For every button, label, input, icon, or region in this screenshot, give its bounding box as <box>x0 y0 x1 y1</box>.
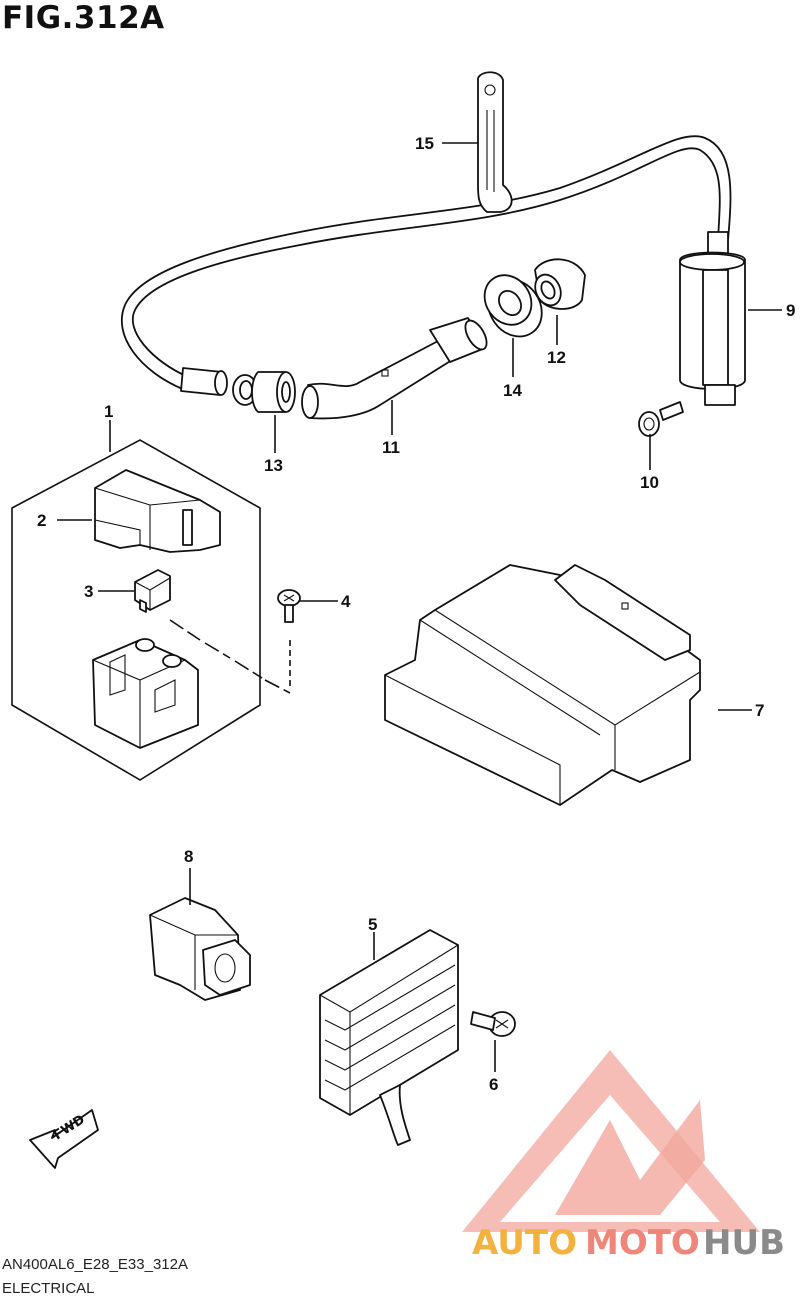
leader-lines <box>57 142 782 1072</box>
callout-6: 6 <box>489 1075 498 1094</box>
figure-code: AN400AL6_E28_E33_312A <box>2 1256 188 1273</box>
watermark-text-hub: HUB <box>703 1223 785 1263</box>
fwd-arrow: FWD <box>29 1109 99 1169</box>
callout-13: 13 <box>264 456 283 475</box>
callout-11: 11 <box>382 438 400 457</box>
callout-7: 7 <box>755 701 764 720</box>
callout-1: 1 <box>104 402 113 421</box>
callout-9: 9 <box>786 301 795 320</box>
callout-5: 5 <box>368 915 377 934</box>
part-12-bushing <box>534 258 586 310</box>
part-9-ignition-coil <box>679 231 746 406</box>
callout-8: 8 <box>184 847 193 866</box>
part-2-cover <box>94 469 221 553</box>
part-14-washer <box>483 274 543 338</box>
callout-10: 10 <box>640 473 659 492</box>
part-15-clamp <box>477 71 513 213</box>
part-8-connector <box>149 897 251 1001</box>
callout-3: 3 <box>84 582 93 601</box>
callout-14: 14 <box>503 381 522 400</box>
callout-2: 2 <box>37 511 46 530</box>
callouts: 1 2 3 4 5 6 7 8 9 10 11 12 13 14 15 <box>37 134 795 1094</box>
watermark-text-moto: MOTO <box>585 1223 700 1263</box>
watermark-m-mark <box>555 1100 705 1215</box>
part-10-bolt <box>638 401 684 437</box>
callout-15: 15 <box>415 134 434 153</box>
figure-category: ELECTRICAL <box>2 1280 95 1297</box>
part-13-grommet <box>232 371 296 413</box>
figure-title: FIG.312A <box>2 0 165 36</box>
part-1-relay-assembly <box>11 439 261 781</box>
callout-12: 12 <box>547 348 566 367</box>
callout-4: 4 <box>341 592 351 611</box>
watermark-logo: AUTO MOTO HUB <box>462 1050 785 1263</box>
relay-base <box>92 638 199 749</box>
part-5-regulator <box>319 929 459 1146</box>
part-4-screw <box>277 589 301 623</box>
watermark-text-auto: AUTO <box>472 1223 577 1263</box>
part-3-fuse <box>134 569 171 613</box>
part-11-plug-cap <box>301 317 488 420</box>
part-6-bolt <box>470 1011 516 1037</box>
part-7-ecm <box>384 564 701 806</box>
